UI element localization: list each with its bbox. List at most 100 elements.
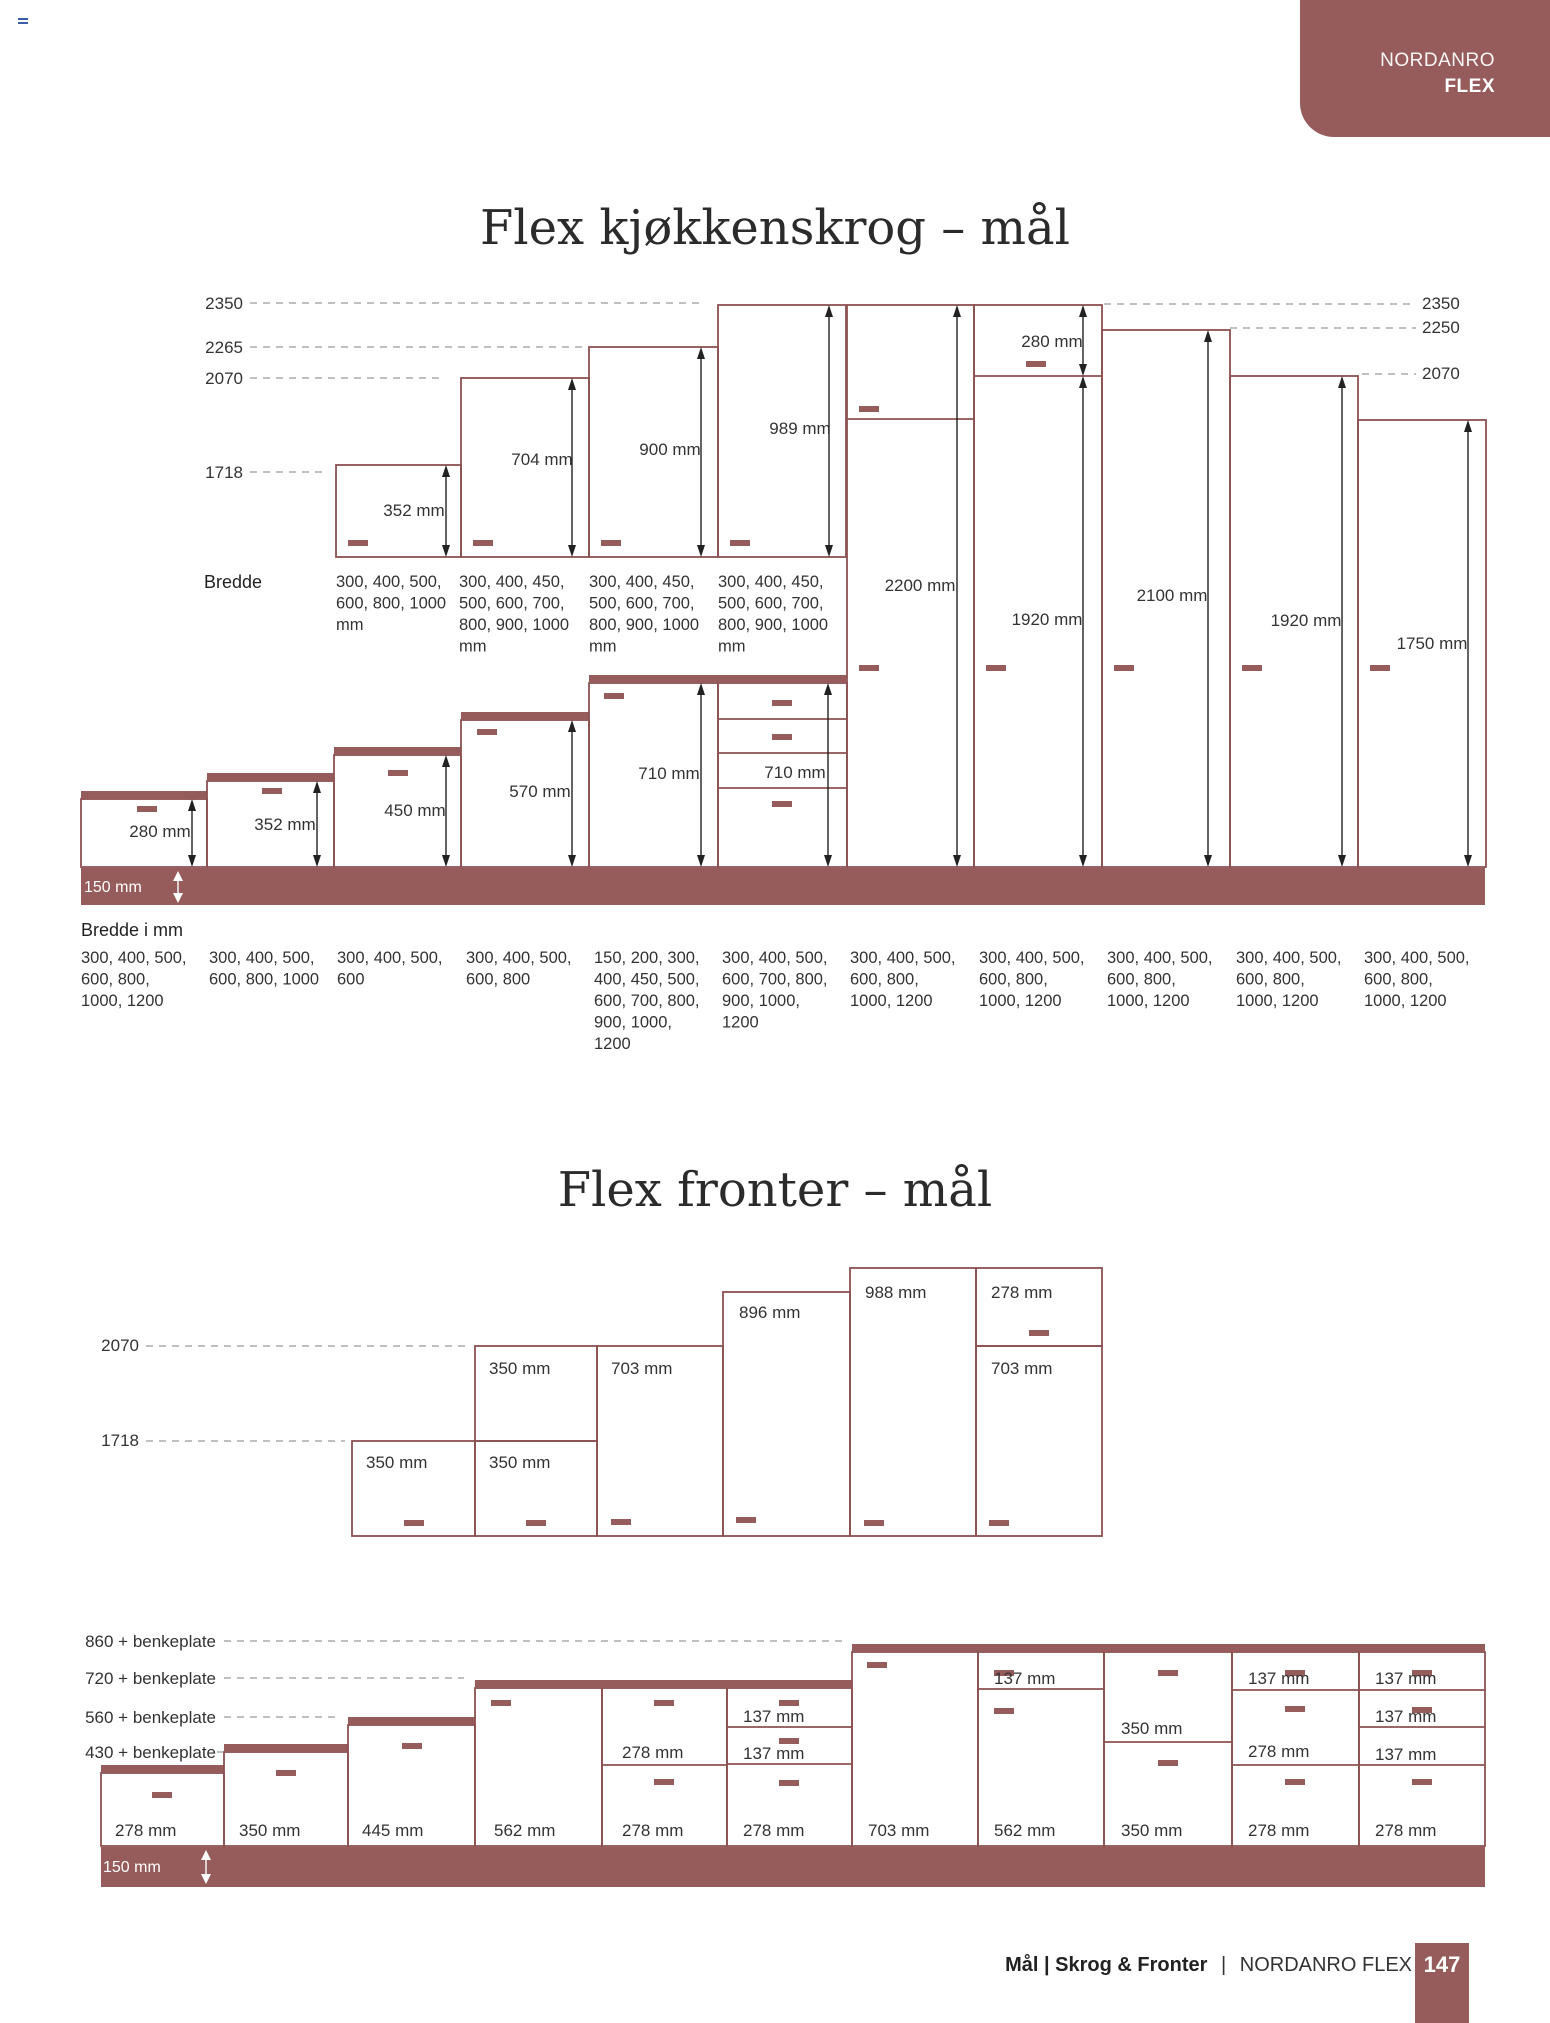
plinth-bar [81,868,1485,905]
height-arrow-head-down [313,855,321,867]
base-front-height-label: 350 mm [1121,1821,1182,1840]
base-cabinet-widths: 300, 400, 500,600, 800,1000, 1200 [850,949,956,1010]
base-front-height-label: 137 mm [743,1744,804,1763]
worktop [1359,1644,1485,1652]
level-label-left: 2350 [205,294,243,313]
front-handle [402,1743,422,1749]
height-arrow-head-up [697,347,705,359]
wall-cabinet-height: 989 mm [769,419,830,438]
height-arrow-head-down [442,545,450,557]
cabinet-handle [1114,665,1134,671]
front-base-level-label: 560 + benkeplate [85,1708,216,1727]
front-handle [1285,1706,1305,1712]
height-arrow-head-up [568,378,576,390]
base-front-height-label: 278 mm [1375,1821,1436,1840]
level-label-right: 2070 [1422,364,1460,383]
tall-cabinet-height: 2100 mm [1137,586,1208,605]
wall-cabinet-height: 352 mm [383,501,444,520]
brand-tab: NORDANRO FLEX [1300,0,1550,137]
front-handle [1412,1779,1432,1785]
height-arrow-head-down [442,855,450,867]
height-arrow-head-down [1338,855,1346,867]
plinth-height-label: 150 mm [84,879,142,896]
cabinet-handle [1026,361,1046,367]
front-handle [276,1770,296,1776]
worktop [334,747,461,755]
front-handle [1158,1670,1178,1676]
front-level-label: 1718 [101,1431,139,1450]
base-front-height-label: 278 mm [115,1821,176,1840]
base-front-height-label: 278 mm [1248,1742,1309,1761]
cabinet-handle [262,788,282,794]
base-cabinet-height: 352 mm [254,815,315,834]
height-arrow-head-down [188,855,196,867]
base-cabinet-height: 570 mm [509,782,570,801]
height-arrow-head-down [697,855,705,867]
base-front-height-label: 278 mm [1248,1821,1309,1840]
height-arrow-head-down [697,545,705,557]
page-number: 147 [1415,1943,1469,2023]
worktop [101,1765,224,1773]
height-arrow-head-up [442,465,450,477]
cabinet-handle [730,540,750,546]
front-handle [526,1520,546,1526]
front-height-label: 350 mm [489,1453,550,1472]
front-panel [975,1345,1103,1537]
front-height-label: 703 mm [991,1359,1052,1378]
cabinet-handle [772,734,792,740]
cabinet-handle [477,729,497,735]
base-cabinet-widths: 300, 400, 500,600, 800, 1000 [209,949,319,989]
height-arrow-head-up [1204,330,1212,342]
level-label-right: 2250 [1422,318,1460,337]
worktop [475,1680,602,1688]
base-cabinet-widths: 300, 400, 500,600, 700, 800,900, 1000,12… [722,949,828,1032]
front-plinth-bar [101,1847,1485,1887]
height-arrow-head-down [824,855,832,867]
cabinet-handle [137,806,157,812]
front-plinth-label: 150 mm [103,1859,161,1876]
front-handle [864,1520,884,1526]
front-handle [491,1700,511,1706]
upper-width-heading: Bredde [204,572,262,592]
tall-cabinet-top-height: 280 mm [1021,332,1082,351]
front-handle [1412,1670,1432,1676]
front-handle [404,1520,424,1526]
front-handle [1029,1330,1049,1336]
base-front-height-label: 137 mm [1375,1707,1436,1726]
footer-separator: | [1220,1954,1227,1976]
height-arrow-head-up [953,305,961,317]
front-height-label: 988 mm [865,1283,926,1302]
front-handle [152,1792,172,1798]
worktop [207,773,334,781]
base-front-panel [851,1651,979,1847]
front-handle [736,1517,756,1523]
worktop [224,1744,348,1752]
front-handle [1285,1779,1305,1785]
cabinet-handle [1242,665,1262,671]
wall-cabinet-height: 704 mm [511,450,572,469]
cabinet-handle [601,540,621,546]
front-panel [722,1291,851,1537]
height-arrow-head-down [1079,364,1087,376]
height-arrow-head-up [568,720,576,732]
worktop [1104,1644,1232,1652]
worktop [852,1644,978,1652]
base-cabinet-widths: 150, 200, 300,400, 450, 500,600, 700, 80… [594,949,700,1053]
wall-cabinet [717,304,847,558]
worktop [1232,1644,1359,1652]
front-height-label: 278 mm [991,1283,1052,1302]
front-level-label: 2070 [101,1336,139,1355]
base-cabinet-widths: 300, 400, 500,600, 800,1000, 1200 [1364,949,1470,1010]
base-front-height-label: 445 mm [362,1821,423,1840]
level-label-left: 2265 [205,338,243,357]
height-arrow-head-up [1464,420,1472,432]
page-footer: Mål | Skrog & Fronter | NORDANRO FLEX [900,1954,1412,1977]
height-arrow-head-down [1204,855,1212,867]
base-cabinet-height: 450 mm [384,801,445,820]
base-front-height-label: 137 mm [1375,1669,1436,1688]
worktop [602,1680,727,1688]
cabinet-handle [772,700,792,706]
wall-cabinet-widths: 300, 400, 450,500, 600, 700,800, 900, 10… [459,573,569,656]
